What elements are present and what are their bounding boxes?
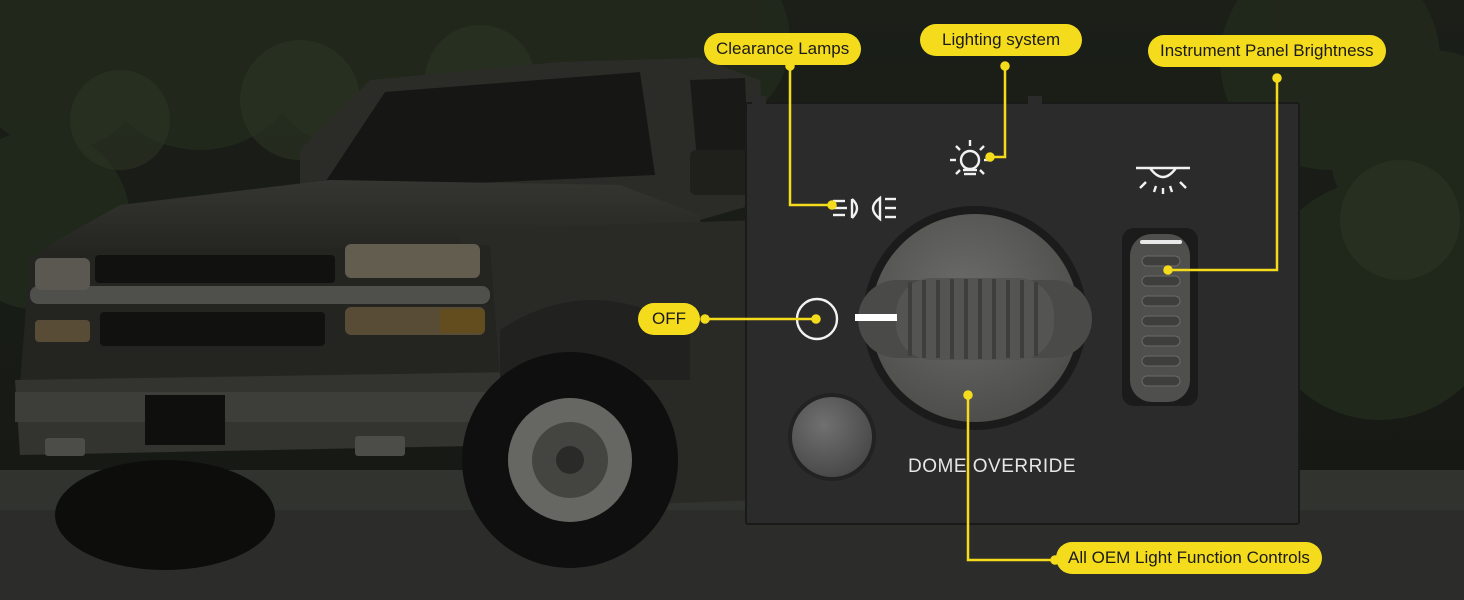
off-callout: OFF [638, 303, 700, 335]
lighting-system-callout: Lighting system [920, 24, 1083, 56]
clearance-lamps-callout: Clearance Lamps [704, 33, 862, 65]
callout-leader-lines [700, 61, 1282, 565]
headlight-icon [871, 195, 896, 222]
all-oem-light-function-controls-callout: All OEM Light Function Controls [1056, 542, 1322, 574]
interior-dome-light-icon [1136, 166, 1190, 194]
dome-override-label: DOME OVERRIDE [908, 456, 1077, 477]
instrument-panel-brightness-callout: Instrument Panel Brightness [1148, 35, 1386, 67]
headlight-switch-panel [745, 96, 1300, 525]
pickup-truck [15, 58, 770, 570]
